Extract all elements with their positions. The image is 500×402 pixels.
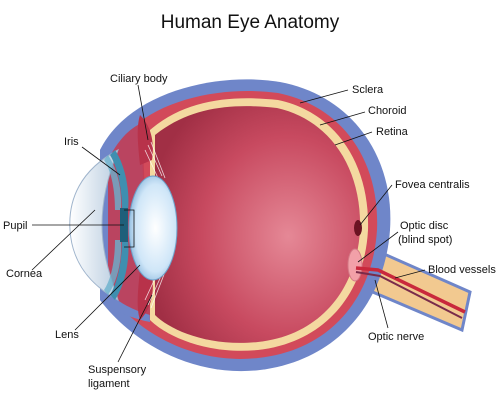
label-cornea: Cornea [6,268,43,280]
blood-vessels [355,266,466,314]
label-optic-disc-1: Optic disc [400,220,449,232]
optic-disc [347,248,363,282]
suspensory-ligament [144,141,166,309]
label-lens: Lens [55,329,79,341]
label-iris: Iris [64,136,79,148]
label-choroid: Choroid [368,105,407,117]
label-optic-disc-2: (blind spot) [398,234,452,246]
label-suspensory-2: ligament [88,378,130,390]
label-fovea-centralis: Fovea centralis [395,179,470,191]
label-pupil: Pupil [3,220,27,232]
label-sclera: Sclera [352,84,384,96]
label-blood-vessels: Blood vessels [428,264,496,276]
label-suspensory-1: Suspensory [88,364,147,376]
iris [110,150,129,210]
lens [128,175,178,281]
fovea-centralis [354,220,362,236]
vitreous-body [155,106,361,343]
ciliary-body [137,115,153,165]
label-optic-nerve: Optic nerve [368,331,424,343]
label-retina: Retina [376,126,409,138]
label-ciliary-body: Ciliary body [110,73,168,85]
diagram-title: Human Eye Anatomy [160,12,340,33]
